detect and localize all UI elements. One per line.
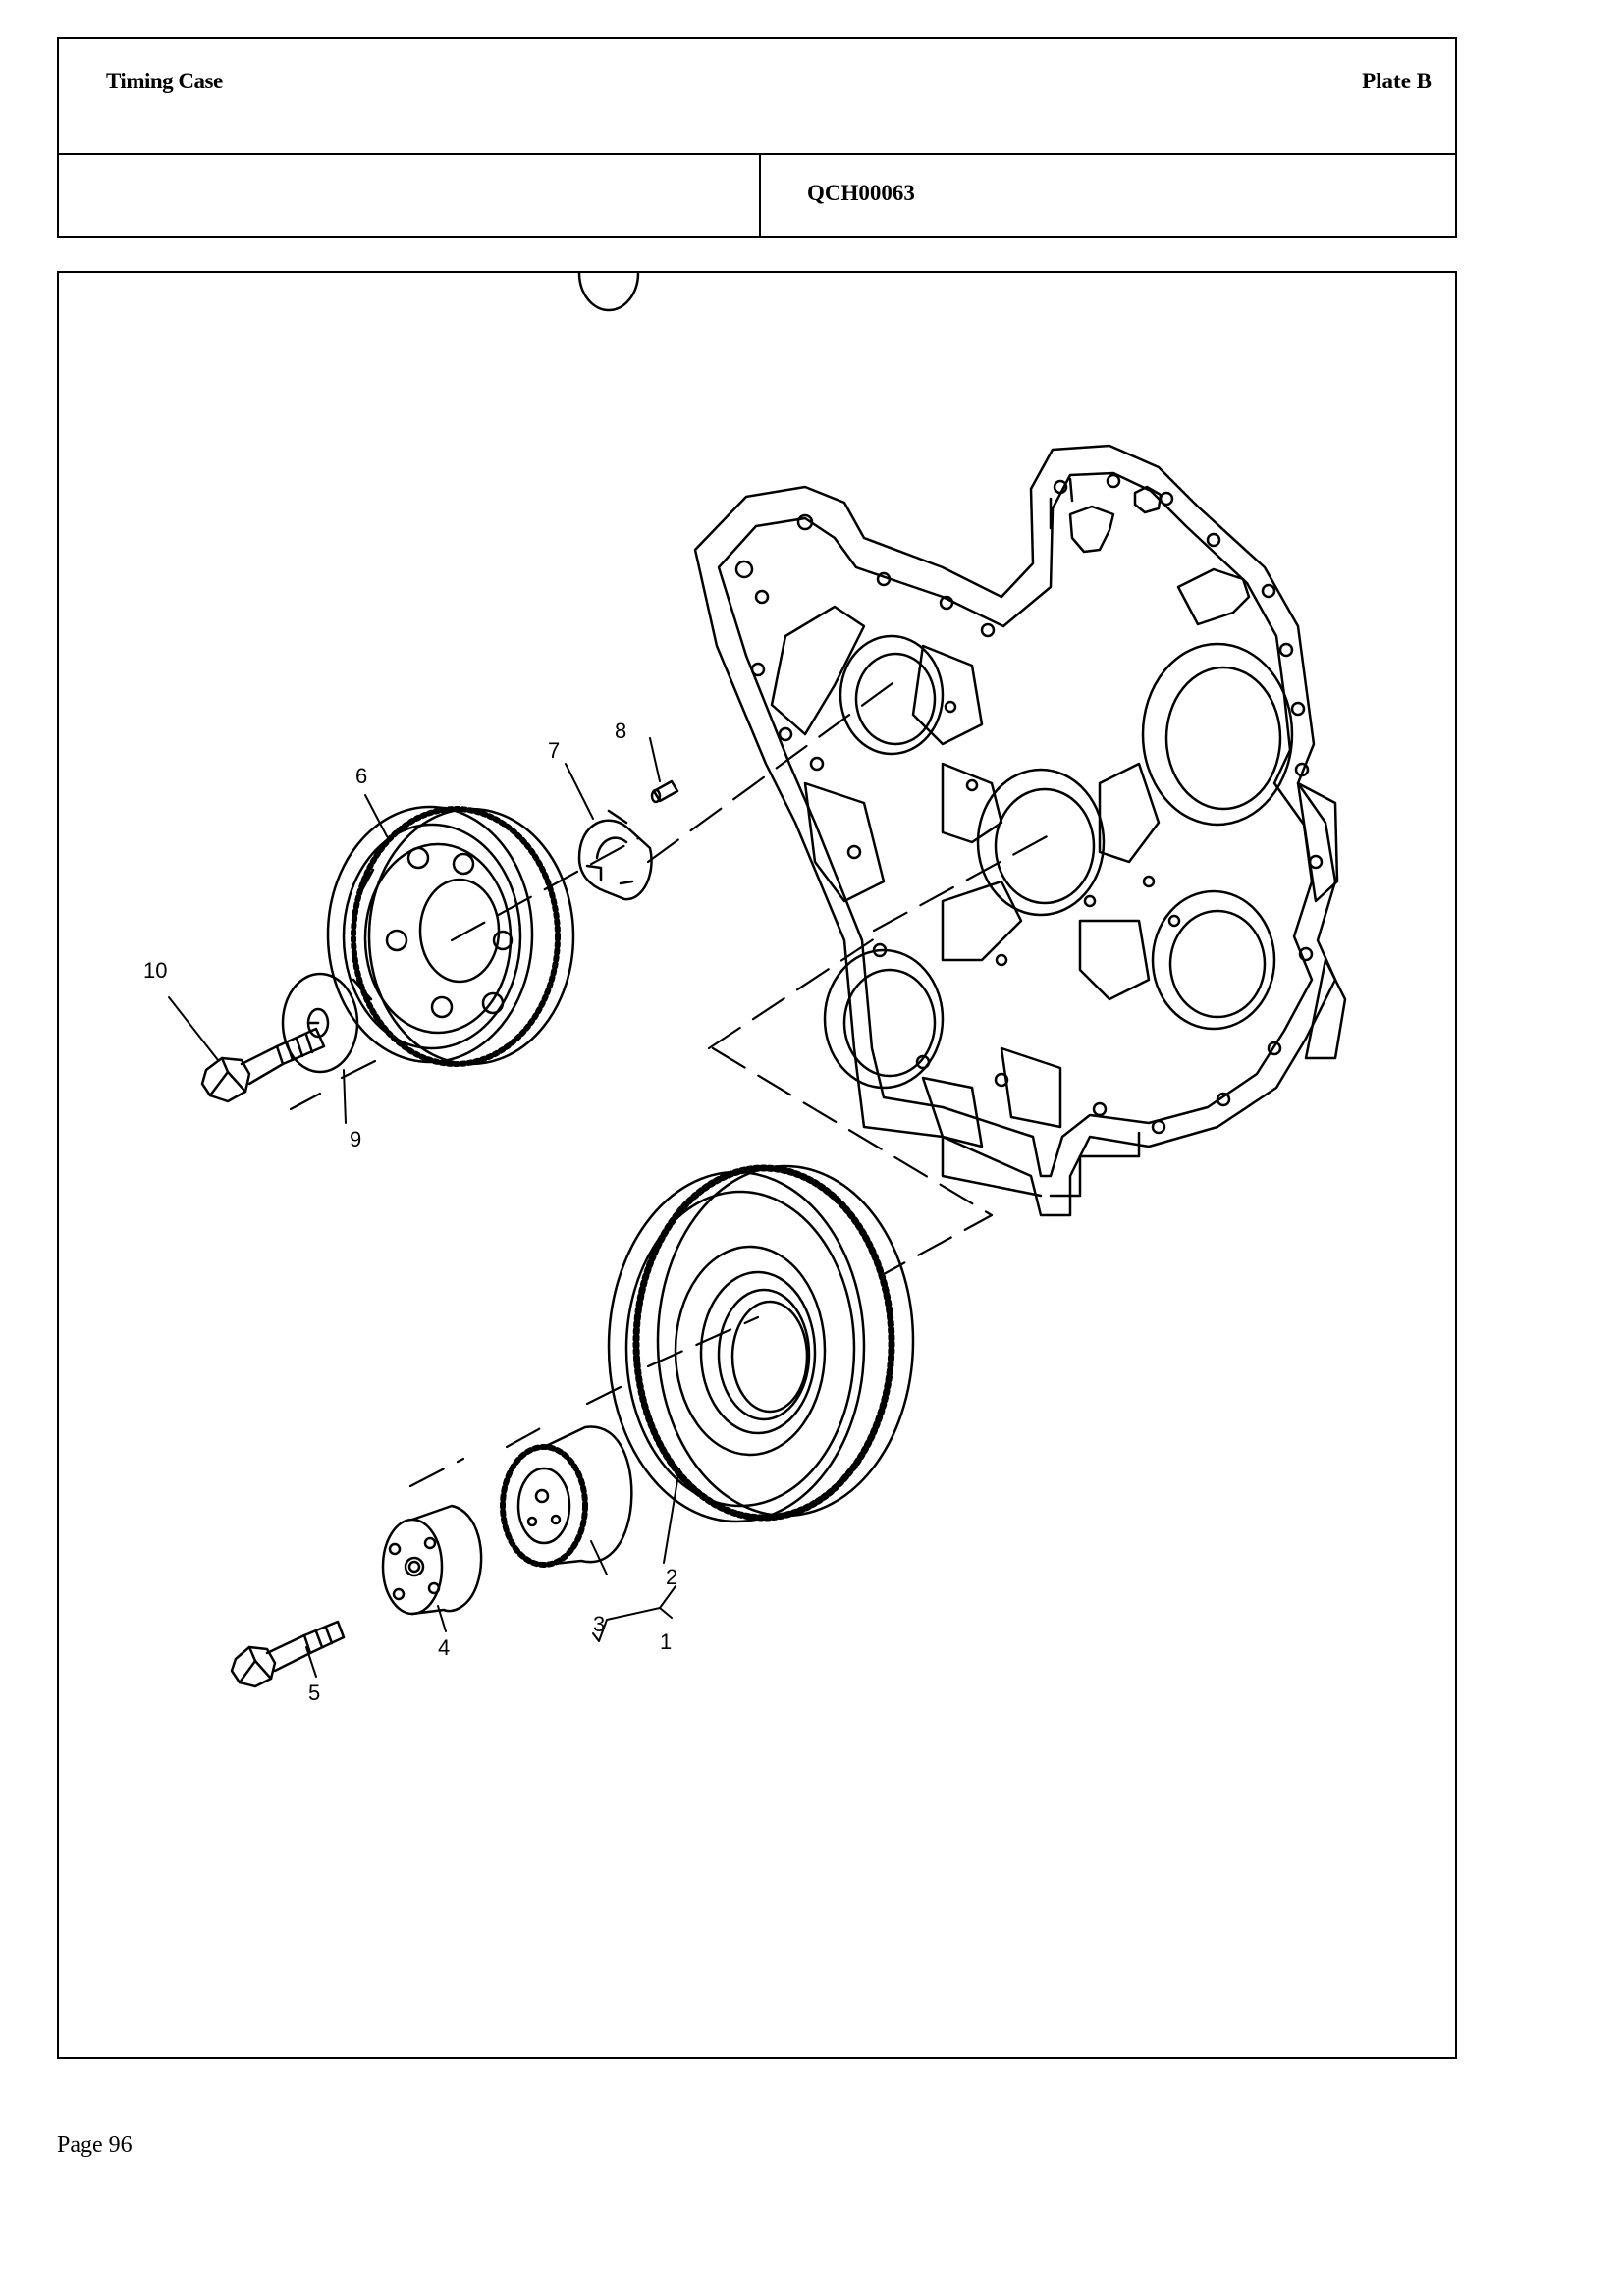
bolt-5 [230, 1620, 346, 1688]
section-title: Timing Case [106, 69, 223, 93]
exploded-view-drawing: 1 2 3 4 5 6 7 8 9 10 [143, 273, 1347, 1705]
alignment-lines [289, 673, 1053, 1488]
callout-7: 7 [548, 738, 560, 763]
callout-3: 3 [593, 1612, 605, 1636]
header-divider [759, 155, 761, 238]
part-code: QCH00063 [807, 181, 915, 205]
header-code-row: QCH00063 [59, 155, 1455, 238]
exploded-view-figure: 1 2 3 4 5 6 7 8 9 10 [57, 271, 1457, 2059]
dowel-8 [650, 779, 679, 804]
header-title-row: Timing Case Plate B [59, 39, 1455, 155]
callout-9: 9 [350, 1127, 361, 1151]
callout-labels: 1 2 3 4 5 6 7 8 9 10 [143, 719, 677, 1705]
header-table: Timing Case Plate B QCH00063 [57, 37, 1457, 238]
plate-label: Plate B [1362, 69, 1432, 93]
hub-3 [500, 1425, 633, 1568]
callout-1: 1 [660, 1629, 672, 1654]
bolt-10 [200, 1027, 326, 1103]
plate-4 [381, 1504, 483, 1616]
gear-6 [326, 805, 575, 1067]
timing-case-housing [693, 444, 1347, 1217]
callout-2: 2 [666, 1565, 677, 1589]
callout-6: 6 [355, 764, 367, 788]
gear-2 [607, 1164, 915, 1523]
callout-4: 4 [438, 1635, 450, 1660]
leader-lines [168, 737, 680, 1678]
callout-5: 5 [308, 1681, 320, 1705]
thrust-washer-7 [577, 273, 653, 901]
callout-8: 8 [615, 719, 626, 743]
callout-10: 10 [143, 958, 167, 983]
page-number: Page 96 [57, 2132, 133, 2158]
washer-9 [281, 972, 359, 1074]
